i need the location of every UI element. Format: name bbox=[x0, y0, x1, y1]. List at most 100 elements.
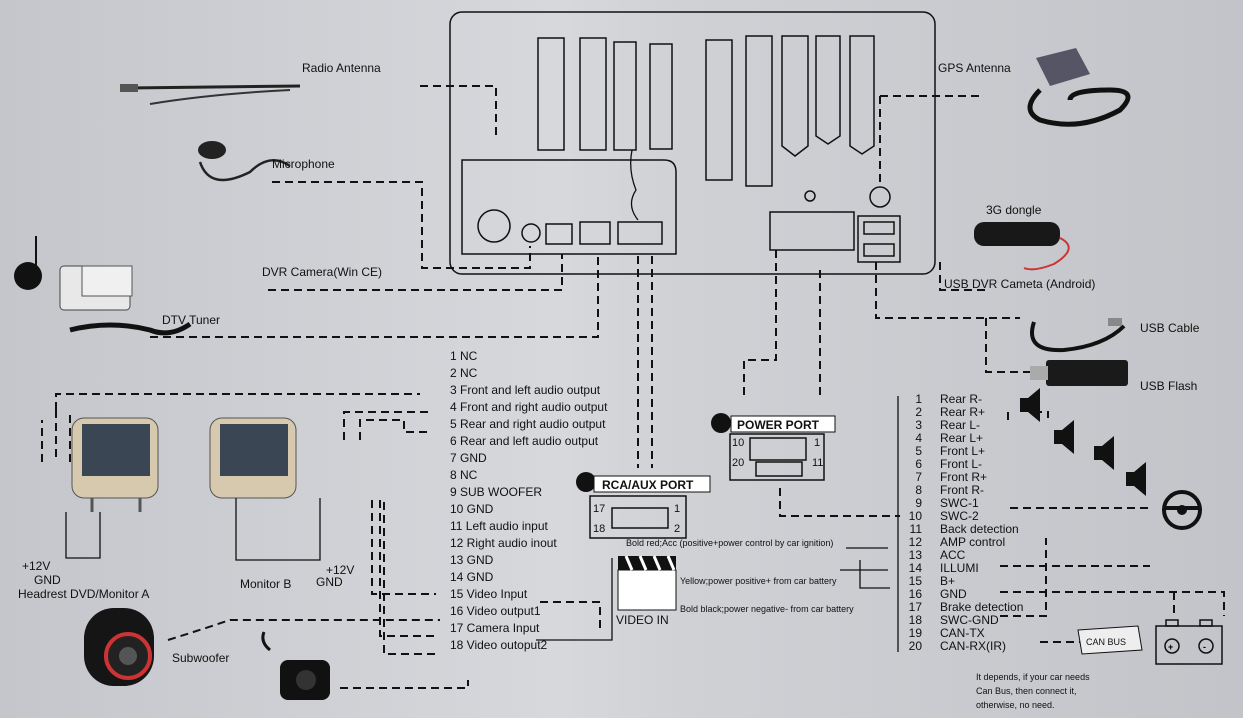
can-bus-note: It depends, if your car needs Can Bus, t… bbox=[976, 672, 1090, 710]
power-pin-number: 9 bbox=[915, 496, 922, 510]
rca-pin-item: 14 GND bbox=[450, 570, 494, 584]
rca-pin-item: 10 GND bbox=[450, 502, 494, 516]
rca-pin-item: 8 NC bbox=[450, 468, 478, 482]
power-pin-number: 18 bbox=[909, 613, 923, 627]
power-pin-number: 5 bbox=[915, 444, 922, 458]
power-pin-number: 12 bbox=[909, 535, 923, 549]
power-pin-10: 10 bbox=[732, 437, 744, 449]
rca-pin-item: 3 Front and left audio output bbox=[450, 383, 601, 397]
rca-pin-list: 1 NC 2 NC 3 Front and left audio output … bbox=[450, 349, 608, 652]
power-pin-11: 11 bbox=[812, 457, 823, 469]
power-pin-label: Rear R+ bbox=[940, 405, 985, 419]
gnd-b-label: GND bbox=[316, 575, 343, 589]
plus12v-b-label: +12V bbox=[326, 563, 354, 577]
power-pin-label: AMP control bbox=[940, 535, 1005, 549]
dvr-camera-label: DVR Camera(Win CE) bbox=[262, 265, 382, 279]
can-bus-note-line-2: Can Bus, then connect it, bbox=[976, 686, 1077, 696]
power-pin-number: 11 bbox=[910, 522, 923, 536]
3g-dongle-icon bbox=[974, 222, 1070, 271]
power-pin-label: ILLUMI bbox=[940, 561, 979, 575]
power-pin-number: 3 bbox=[915, 418, 922, 432]
rca-pin-item: 2 NC bbox=[450, 366, 478, 380]
rca-pin-item: 12 Right audio inout bbox=[450, 536, 557, 550]
power-pin-label: SWC-GND bbox=[940, 613, 999, 627]
usb-cable-label: USB Cable bbox=[1140, 321, 1200, 335]
power-pin-number: 20 bbox=[909, 639, 923, 653]
rca-pin-item: 15 Video Input bbox=[450, 587, 528, 601]
power-pin-20: 20 bbox=[732, 457, 744, 469]
solid-wiring bbox=[65, 396, 899, 652]
power-port-label: POWER PORT bbox=[737, 418, 820, 432]
power-pin-number: 16 bbox=[909, 587, 923, 601]
rca-pin-item: 9 SUB WOOFER bbox=[450, 485, 542, 499]
microphone-icon bbox=[198, 141, 291, 182]
dtv-tuner-label: DTV Tuner bbox=[162, 313, 220, 327]
power-pin-label: ACC bbox=[940, 548, 966, 562]
power-pin-label: Rear L- bbox=[940, 418, 980, 432]
power-pin-number: 1 bbox=[915, 392, 922, 406]
power-pin-label: Rear L+ bbox=[940, 431, 983, 445]
power-pin-label: SWC-2 bbox=[940, 509, 979, 523]
radio-antenna-icon bbox=[120, 84, 301, 105]
power-pin-numbers: 1 2 3 4 5 6 7 8 9 10 11 12 13 14 15 16 1… bbox=[909, 392, 923, 653]
headrest-monitor-a-icon bbox=[71, 417, 159, 512]
power-pin-number: 2 bbox=[915, 405, 922, 419]
rca-pin-1: 1 bbox=[674, 503, 680, 515]
rca-pin-item: 5 Rear and right audio output bbox=[450, 417, 606, 431]
power-pin-label: Back detection bbox=[940, 522, 1019, 536]
plus12v-a-label: +12V bbox=[22, 559, 50, 573]
can-bus-note-line-1: It depends, if your car needs bbox=[976, 672, 1090, 682]
rca-port-label: RCA/AUX PORT bbox=[602, 478, 694, 492]
dtv-tuner-icon bbox=[14, 236, 192, 336]
subwoofer-icon bbox=[84, 608, 154, 686]
power-pin-label: Front R+ bbox=[940, 470, 987, 484]
power-port: POWER PORT 10 1 20 11 bbox=[711, 413, 836, 481]
rca-pin-item: 11 Left audio input bbox=[450, 519, 549, 533]
wiring bbox=[41, 85, 1225, 689]
usb-flash-icon bbox=[1030, 360, 1128, 386]
power-pin-number: 7 bbox=[915, 470, 922, 484]
note-bold-red: Bold red;Acc (positive+power control by … bbox=[626, 538, 833, 548]
power-pin-label: CAN-TX bbox=[940, 626, 985, 640]
head-unit bbox=[449, 11, 936, 275]
power-pin-labels: Rear R- Rear R+ Rear L- Rear L+ Front L+… bbox=[940, 392, 1023, 653]
gps-antenna-icon bbox=[1027, 48, 1131, 127]
monitor-b-icon bbox=[209, 417, 297, 499]
can-bus-box: CAN BUS bbox=[1077, 625, 1143, 655]
video-in-label: VIDEO IN bbox=[616, 613, 669, 627]
power-pin-label: Rear R- bbox=[940, 392, 982, 406]
3g-dongle-label: 3G dongle bbox=[986, 203, 1042, 217]
power-pin-number: 8 bbox=[915, 483, 922, 497]
rca-pin-18: 18 bbox=[593, 523, 605, 535]
power-pin-label: Front L+ bbox=[940, 444, 985, 458]
rca-pin-item: 6 Rear and left audio output bbox=[450, 434, 599, 448]
svg-text:+: + bbox=[1168, 642, 1173, 652]
rca-pin-item: 18 Video outoput2 bbox=[450, 638, 548, 652]
usb-dvr-label: USB DVR Cameta (Android) bbox=[944, 277, 1095, 291]
can-bus-note-line-3: otherwise, no need. bbox=[976, 700, 1055, 710]
power-pin-list: 1 2 3 4 5 6 7 8 9 10 11 12 13 14 15 16 1… bbox=[909, 392, 1024, 653]
subwoofer-label: Subwoofer bbox=[172, 651, 229, 665]
power-pin-label: SWC-1 bbox=[940, 496, 979, 510]
note-bold-black: Bold black;power negative- from car batt… bbox=[680, 604, 854, 614]
rca-pin-17: 17 bbox=[593, 503, 605, 515]
power-pin-label: GND bbox=[940, 587, 967, 601]
power-pin-number: 4 bbox=[915, 431, 922, 445]
power-notes: Bold red;Acc (positive+power control by … bbox=[626, 538, 854, 614]
speaker-icons bbox=[1020, 388, 1146, 496]
gps-antenna-label: GPS Antenna bbox=[938, 61, 1011, 75]
power-pin-label: Front L- bbox=[940, 457, 982, 471]
svg-text:-: - bbox=[1203, 642, 1206, 652]
rca-aux-port: RCA/AUX PORT 17 1 18 2 bbox=[576, 472, 711, 539]
power-pin-label: Brake detection bbox=[940, 600, 1023, 614]
camera-icon bbox=[261, 631, 330, 700]
usb-flash-label: USB Flash bbox=[1140, 379, 1197, 393]
note-yellow: Yellow;power positive+ from car battery bbox=[680, 576, 837, 586]
radio-antenna-label: Radio Antenna bbox=[302, 61, 381, 75]
power-pin-number: 13 bbox=[909, 548, 923, 562]
rca-pin-item: 4 Front and right audio output bbox=[450, 400, 608, 414]
power-pin-number: 19 bbox=[909, 626, 923, 640]
power-pin-label: CAN-RX(IR) bbox=[940, 639, 1006, 653]
microphone-label: Microphone bbox=[272, 157, 335, 171]
